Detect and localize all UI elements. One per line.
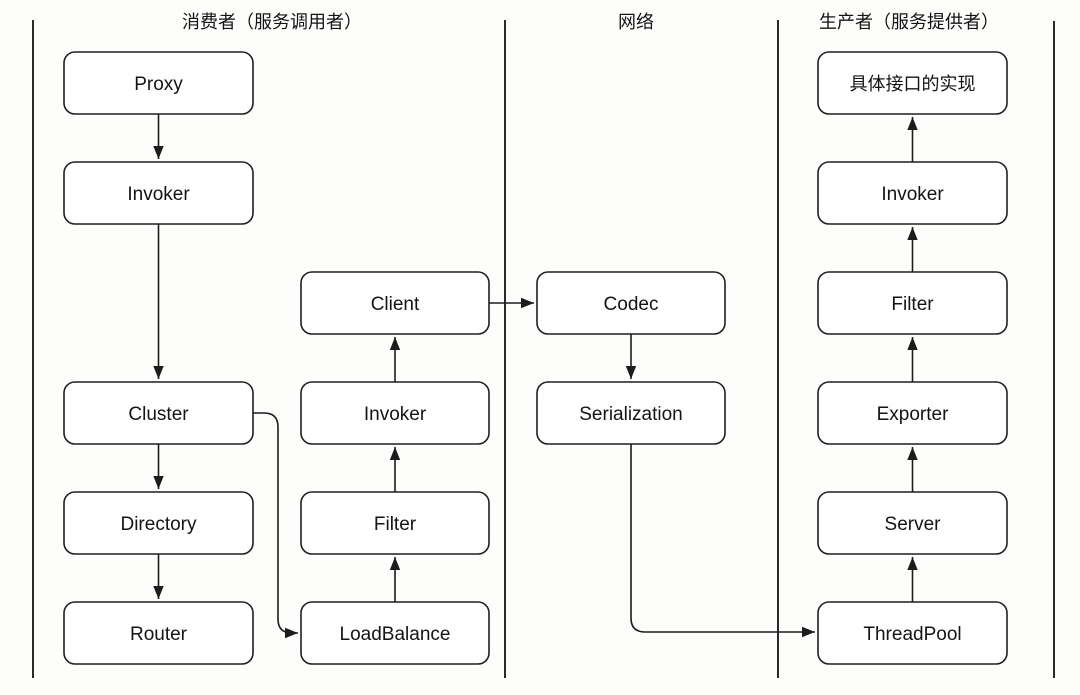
diagram-edges xyxy=(153,114,918,639)
node-serialization-label: Serialization xyxy=(579,404,683,425)
node-loadbalance-label: LoadBalance xyxy=(340,624,451,645)
node-server-box xyxy=(817,491,1008,555)
node-interface-impl: 具体接口的实现 xyxy=(817,51,1008,115)
section-header-consumer: 消费者（服务调用者） xyxy=(182,12,362,32)
node-codec-label: Codec xyxy=(604,294,659,315)
node-consumer-invoker2: Invoker xyxy=(300,381,490,445)
node-proxy: Proxy xyxy=(63,51,254,115)
node-interface-impl-label: 具体接口的实现 xyxy=(850,74,976,94)
node-exporter: Exporter xyxy=(817,381,1008,445)
node-threadpool-box xyxy=(817,601,1008,665)
edge-cluster-loadbalance xyxy=(253,412,298,639)
node-cluster-label: Cluster xyxy=(128,404,189,425)
node-serialization-box xyxy=(536,381,726,445)
node-loadbalance: LoadBalance xyxy=(300,601,490,665)
node-exporter-label: Exporter xyxy=(877,404,949,425)
node-producer-filter: Filter xyxy=(817,271,1008,335)
node-proxy-label: Proxy xyxy=(134,74,183,95)
node-directory-box xyxy=(63,491,254,555)
node-server-label: Server xyxy=(885,514,942,535)
node-producer-filter-label: Filter xyxy=(891,294,934,315)
node-router-label: Router xyxy=(130,624,188,645)
node-client: Client xyxy=(300,271,490,335)
node-client-label: Client xyxy=(371,294,420,315)
node-router-box xyxy=(63,601,254,665)
node-codec: Codec xyxy=(536,271,726,335)
node-client-box xyxy=(300,271,490,335)
node-producer-invoker-box xyxy=(817,161,1008,225)
node-server: Server xyxy=(817,491,1008,555)
node-consumer-invoker: Invoker xyxy=(63,161,254,225)
node-cluster-box xyxy=(63,381,254,445)
edge-serialization-threadpool xyxy=(630,444,815,638)
node-cluster: Cluster xyxy=(63,381,254,445)
node-producer-invoker-label: Invoker xyxy=(881,184,944,205)
node-router: Router xyxy=(63,601,254,665)
node-consumer-invoker-label: Invoker xyxy=(127,184,190,205)
node-threadpool: ThreadPool xyxy=(817,601,1008,665)
node-producer-invoker: Invoker xyxy=(817,161,1008,225)
node-consumer-invoker2-label: Invoker xyxy=(364,404,427,425)
node-consumer-filter-box xyxy=(300,491,490,555)
node-consumer-filter-label: Filter xyxy=(374,514,417,535)
node-proxy-box xyxy=(63,51,254,115)
node-threadpool-label: ThreadPool xyxy=(863,624,961,645)
node-interface-impl-box xyxy=(817,51,1008,115)
node-loadbalance-box xyxy=(300,601,490,665)
section-header-producer: 生产者（服务提供者） xyxy=(819,12,999,32)
node-serialization: Serialization xyxy=(536,381,726,445)
node-codec-box xyxy=(536,271,726,335)
node-consumer-invoker2-box xyxy=(300,381,490,445)
node-consumer-filter: Filter xyxy=(300,491,490,555)
node-producer-filter-box xyxy=(817,271,1008,335)
node-consumer-invoker-box xyxy=(63,161,254,225)
node-exporter-box xyxy=(817,381,1008,445)
section-header-network: 网络 xyxy=(618,12,654,32)
node-directory: Directory xyxy=(63,491,254,555)
node-directory-label: Directory xyxy=(120,514,197,535)
